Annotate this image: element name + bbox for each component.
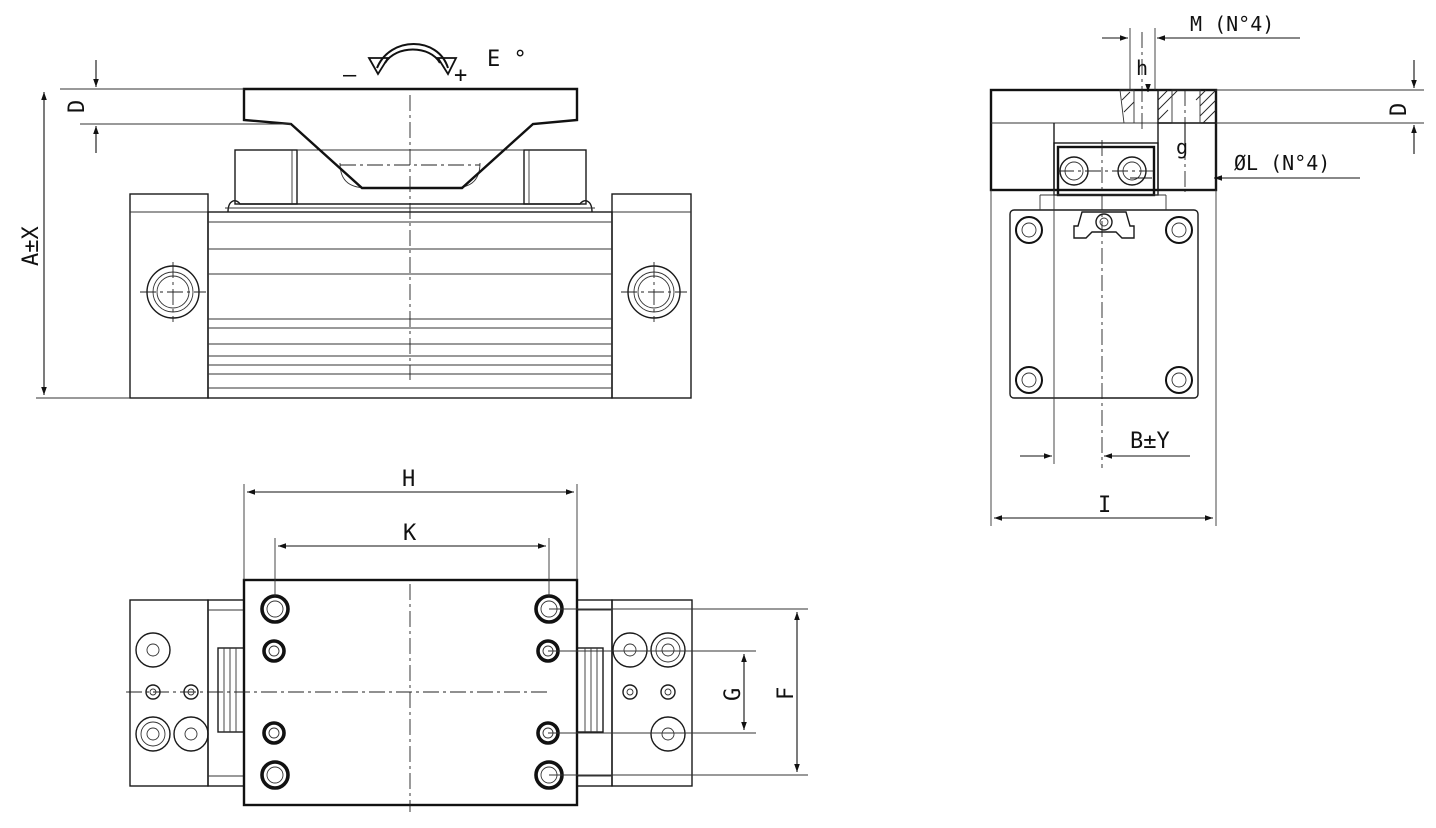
dim-k-label: K	[403, 521, 417, 546]
dim-m-label: M (N°4)	[1190, 12, 1274, 36]
dim-d-side-label: D	[1387, 103, 1412, 116]
dim-a-label: A±X	[19, 226, 44, 266]
dim-g-label: G	[721, 688, 746, 701]
rotation-plus-label: +	[454, 63, 467, 88]
rotation-angle-label: E °	[487, 47, 527, 72]
front-view: – + E ° D A±X	[19, 43, 692, 399]
dim-d-front-label: D	[65, 100, 90, 113]
rotation-minus-label: –	[343, 63, 357, 88]
side-view: M (N°4) h D g ØL (N°4) B±Y I	[989, 12, 1424, 526]
dim-h-side-label: h	[1136, 56, 1148, 80]
dim-f-label: F	[774, 687, 799, 700]
dim-l-label: ØL (N°4)	[1234, 151, 1330, 175]
dim-h-label: H	[402, 467, 415, 492]
dim-g-side-label: g	[1176, 135, 1188, 159]
rotation-arrow-icon	[367, 43, 458, 76]
dim-b-label: B±Y	[1130, 429, 1170, 454]
dim-i-label: I	[1098, 493, 1111, 518]
top-view: H K G F	[126, 467, 808, 812]
